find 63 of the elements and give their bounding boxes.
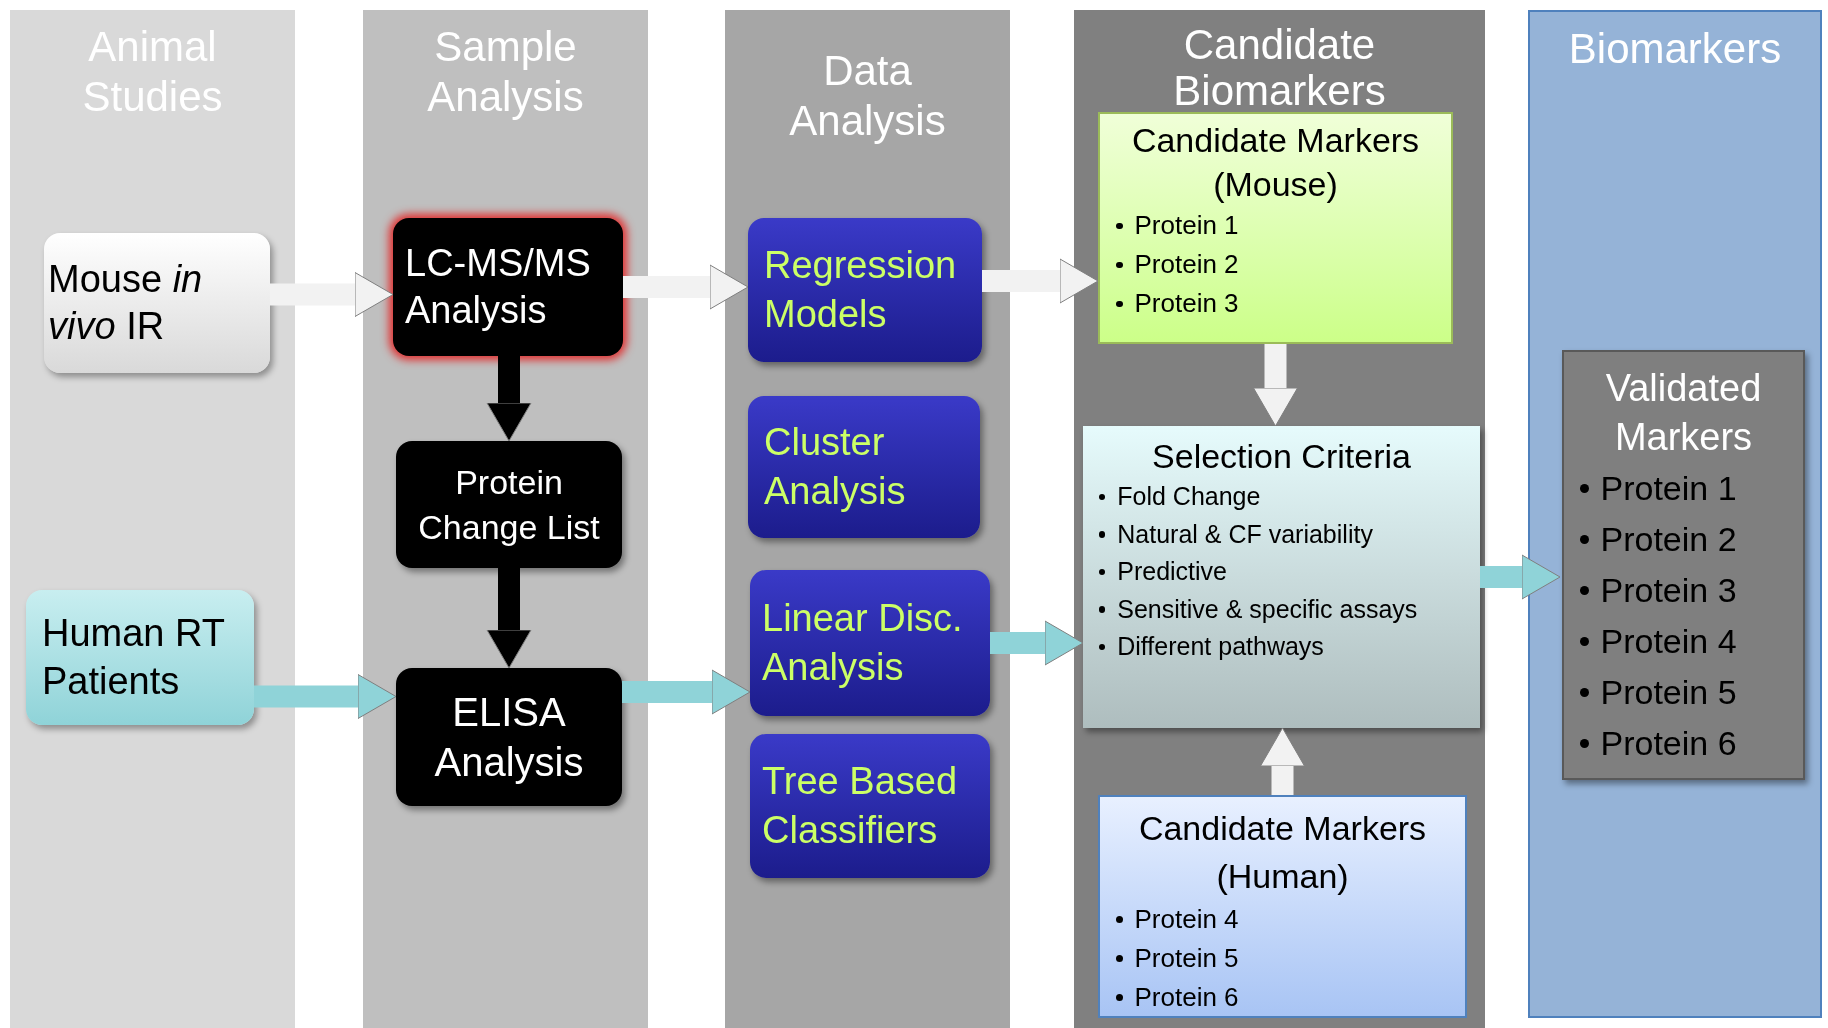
method-box xyxy=(748,218,982,362)
box-heading: Selection Criteria xyxy=(1151,436,1412,477)
box-heading: ELISA Analysis xyxy=(433,689,585,786)
bullet-item: Protein 4 xyxy=(1600,620,1737,662)
block-arrow xyxy=(486,356,532,442)
result-panel xyxy=(1562,350,1805,780)
stage-column xyxy=(10,10,295,1028)
box-heading: Validated Markers xyxy=(1604,366,1763,461)
column-heading: Sample Analysis xyxy=(426,22,585,123)
block-arrow xyxy=(1260,727,1305,795)
bullet-item: Protein 6 xyxy=(1134,981,1239,1015)
bullet-item: Sensitive & specific assays xyxy=(1117,593,1418,625)
process-box xyxy=(396,441,622,568)
block-arrow xyxy=(486,568,532,669)
input-box xyxy=(44,233,270,373)
marker-panel xyxy=(1098,112,1453,344)
box-heading: Cluster Analysis xyxy=(764,419,907,514)
marker-panel xyxy=(1098,795,1467,1018)
box-heading: Protein Change List xyxy=(417,462,601,548)
box-heading: Linear Disc. Analysis xyxy=(762,595,964,690)
method-box xyxy=(748,396,980,538)
method-box xyxy=(750,570,990,716)
bullet-item: Protein 1 xyxy=(1134,209,1239,243)
box-heading: Human RT Patients xyxy=(42,611,226,704)
bullet-item: Protein 5 xyxy=(1600,671,1737,713)
column-heading: Data Analysis xyxy=(788,46,947,147)
bullet-item: Protein 1 xyxy=(1600,467,1737,509)
criteria-panel xyxy=(1083,426,1480,728)
bullet-item: Protein 6 xyxy=(1600,722,1737,764)
box-heading: Tree Based Classifiers xyxy=(762,758,959,853)
bullet-item: Different pathways xyxy=(1117,631,1324,663)
process-box xyxy=(393,218,623,356)
column-heading: Biomarkers xyxy=(1568,24,1782,74)
block-arrow xyxy=(1480,554,1561,600)
stage-column xyxy=(725,10,1010,1028)
box-heading: Mouse in vivo IR xyxy=(48,256,204,349)
input-box xyxy=(26,590,254,725)
bullet-item: Predictive xyxy=(1117,556,1227,588)
bullet-item: Protein 3 xyxy=(1600,569,1737,611)
block-arrow xyxy=(623,264,749,310)
bullet-item: Natural & CF variability xyxy=(1117,518,1373,550)
bullet-item: Fold Change xyxy=(1117,481,1261,513)
box-heading: Regression Models xyxy=(764,242,958,337)
block-arrow xyxy=(622,669,751,715)
bullet-item: Protein 2 xyxy=(1134,248,1239,282)
bullet-item: Protein 4 xyxy=(1134,903,1239,937)
bullet-item: Protein 3 xyxy=(1134,287,1239,321)
stage-column xyxy=(1528,10,1822,1018)
bullet-item: Protein 5 xyxy=(1134,942,1239,976)
box-heading: Candidate Markers (Human) xyxy=(1137,808,1428,897)
block-arrow xyxy=(254,674,397,719)
box-heading: Candidate Markers (Mouse) xyxy=(1130,120,1421,206)
column-heading: Candidate Biomarkers xyxy=(1172,22,1387,115)
process-box xyxy=(396,668,622,806)
block-arrow xyxy=(990,620,1084,666)
block-arrow xyxy=(270,272,394,317)
box-heading: LC-MS/MS Analysis xyxy=(405,240,592,333)
method-box xyxy=(750,734,990,878)
stage-column xyxy=(1074,10,1485,1028)
bullet-item: Protein 2 xyxy=(1600,518,1737,560)
block-arrow xyxy=(982,258,1099,304)
block-arrow xyxy=(1253,344,1298,427)
stage-column xyxy=(363,10,648,1028)
